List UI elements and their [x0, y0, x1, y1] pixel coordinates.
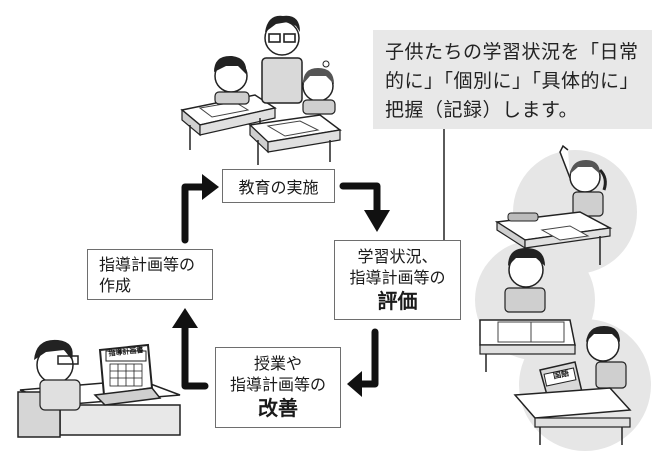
callout-note: 子供たちの学習状況を「日常 的に」「個別に」「具体的に」 把握（記録）します。: [373, 30, 652, 129]
arrow-evaluation-to-improvement: [356, 328, 379, 388]
step-label: 授業や: [253, 354, 302, 373]
cycle-arrows: [181, 182, 381, 390]
laptop-screen-title-area: [105, 350, 147, 362]
classroom-illustration: [180, 15, 342, 165]
laptop-teacher-illustration: [17, 339, 181, 438]
step-implementation-box: 教育の実施: [222, 169, 335, 203]
step-improvement-box: 授業や 指導計画等の 改善: [215, 347, 341, 428]
step-label: 指導計画等の: [99, 254, 196, 274]
callout-line: 把握（記録）します。: [385, 99, 579, 121]
step-label: 指導計画等の: [229, 375, 326, 394]
step-planning-box: 指導計画等の 作成: [87, 249, 213, 300]
arrowheads: [172, 174, 390, 397]
step-emphasis: 評価: [377, 288, 418, 313]
step-label: 教育の実施: [238, 178, 319, 197]
arrowhead-down-icon: [364, 210, 390, 232]
step-emphasis: 改善: [258, 396, 298, 420]
arrow-improvement-to-plan: [181, 322, 209, 390]
arrow-implementation-to-evaluation: [339, 182, 381, 216]
step-label: 学習状況、: [357, 246, 438, 266]
callout-line: 子供たちの学習状況を「日常: [385, 41, 639, 63]
callout-line: 的に」「個別に」「具体的に」: [385, 70, 640, 92]
step-evaluation-box: 学習状況、 指導計画等の 評価: [334, 240, 461, 320]
step-label: 指導計画等の: [349, 267, 446, 287]
arrowhead-left-icon: [347, 371, 362, 397]
students-illustration: [475, 144, 651, 451]
arrowhead-up-icon: [172, 308, 198, 328]
arrow-plan-to-implementation: [181, 183, 208, 244]
arrowhead-right-icon: [202, 174, 219, 200]
step-label: 作成: [99, 275, 132, 295]
